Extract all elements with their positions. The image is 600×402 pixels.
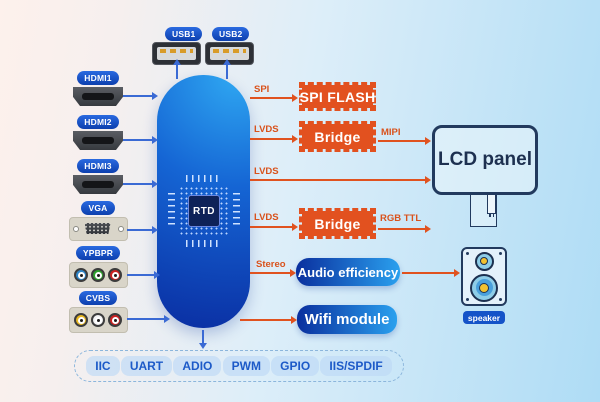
speaker-screw xyxy=(466,298,469,301)
lcd-panel-icon: LCD panel xyxy=(432,125,538,195)
speaker-woofer xyxy=(470,273,498,302)
rca-jack-white xyxy=(91,313,105,327)
port-hdmi3: HDMI3 xyxy=(67,159,129,194)
arrow-soc-to-bridge1 xyxy=(250,135,298,142)
arrow-soc-to-lcd xyxy=(250,176,431,183)
arrow-hdmi3-to-soc xyxy=(123,180,158,187)
bus-label-lvds3: LVDS xyxy=(254,212,279,223)
port-label-hdmi3: HDMI3 xyxy=(77,159,119,173)
arrow-ypbpr-to-soc xyxy=(127,271,160,278)
port-hdmi2: HDMI2 xyxy=(67,115,129,150)
arrow-soc-to-spiflash xyxy=(250,94,298,101)
bridge2-module: Bridge xyxy=(299,208,376,239)
bus-label-spi: SPI xyxy=(254,84,270,95)
hdmi-port-icon xyxy=(73,175,123,194)
vga-screw xyxy=(117,226,124,232)
arrow-soc-to-busbar xyxy=(199,330,206,349)
bus-pill-gpio: GPIO xyxy=(271,356,320,376)
arrow-soc-to-usb2 xyxy=(223,59,230,79)
bus-pill-iic: IIC xyxy=(86,356,120,376)
speaker-tweeter xyxy=(474,251,494,271)
arrow-soc-to-bridge2 xyxy=(250,223,298,230)
bus-pill-adio: ADIO xyxy=(173,356,222,376)
chip-pins xyxy=(168,193,175,229)
chip-pins xyxy=(233,193,240,229)
speaker-screw xyxy=(466,252,469,255)
chip-label: RTD xyxy=(188,195,220,227)
usb-a-port-icon xyxy=(205,42,254,65)
rca-jack-red xyxy=(108,313,122,327)
arrow-audio-to-speaker xyxy=(402,269,460,276)
bus-label-mipi: MIPI xyxy=(381,127,401,138)
port-label-usb1: USB1 xyxy=(165,27,203,41)
hdmi-slot xyxy=(82,93,114,100)
rca-jacks-icon xyxy=(68,262,128,288)
peripheral-bus-bar: IIC UART ADIO PWM GPIO IIS/SPDIF xyxy=(74,350,404,382)
usb-pins xyxy=(213,49,246,53)
bus-pill-iisspdif: IIS/SPDIF xyxy=(320,356,392,376)
bridge1-module: Bridge xyxy=(299,121,376,152)
arrow-bridge1-to-lcd xyxy=(378,137,431,144)
speaker-label: speaker xyxy=(463,311,505,324)
arrow-soc-to-wifi xyxy=(240,316,297,323)
port-label-hdmi2: HDMI2 xyxy=(77,115,119,129)
soc-chip-icon: RTD xyxy=(168,175,240,247)
chip-pins xyxy=(186,175,222,182)
vga-pins xyxy=(84,223,111,234)
port-hdmi1: HDMI1 xyxy=(67,71,129,106)
lcd-panel-label: LCD panel xyxy=(438,149,532,170)
rca-jack-red xyxy=(108,268,122,282)
arrow-cvbs-to-soc xyxy=(127,315,170,322)
arrow-hdmi2-to-soc xyxy=(123,136,158,143)
vga-port-icon xyxy=(68,217,128,241)
arrow-bridge2-out xyxy=(378,225,431,232)
arrow-hdmi1-to-soc xyxy=(123,92,158,99)
arrow-vga-to-soc xyxy=(127,226,158,233)
chip-pins xyxy=(186,240,222,247)
rca-jack-blue xyxy=(74,268,88,282)
bus-pill-pwm: PWM xyxy=(222,356,270,376)
bus-label-lvds1: LVDS xyxy=(254,124,279,135)
port-label-vga: VGA xyxy=(81,201,115,215)
port-cvbs: CVBS xyxy=(67,291,129,333)
arrow-soc-to-usb1 xyxy=(173,59,180,79)
usb-a-port-icon xyxy=(152,42,201,65)
wifi-module: Wifi module xyxy=(297,305,397,334)
bus-label-stereo: Stereo xyxy=(256,259,286,270)
rca-jack-yellow xyxy=(74,313,88,327)
rca-jack-green xyxy=(91,268,105,282)
bus-label-rgbttl: RGB TTL xyxy=(380,213,422,224)
vga-screw xyxy=(72,226,79,232)
lcd-cable-plug xyxy=(487,193,496,217)
port-label-usb2: USB2 xyxy=(212,27,250,41)
bus-label-lvds2: LVDS xyxy=(254,166,279,177)
port-ypbpr: YPBPR xyxy=(67,246,129,288)
hdmi-slot xyxy=(82,181,114,188)
speaker-screw xyxy=(499,298,502,301)
port-label-hdmi1: HDMI1 xyxy=(77,71,119,85)
hdmi-port-icon xyxy=(73,131,123,150)
arrow-soc-to-audio xyxy=(250,269,296,276)
usb-pins xyxy=(160,49,193,53)
audio-module: Audio efficiency xyxy=(296,258,400,286)
port-label-ypbpr: YPBPR xyxy=(75,246,121,260)
speaker-screw xyxy=(499,252,502,255)
port-vga: VGA xyxy=(67,201,129,241)
speaker-box-icon xyxy=(461,247,507,306)
hdmi-port-icon xyxy=(73,87,123,106)
bus-pill-uart: UART xyxy=(120,356,173,376)
spi-flash-module: SPI FLASH xyxy=(299,82,376,111)
rca-jacks-icon xyxy=(68,307,128,333)
port-label-cvbs: CVBS xyxy=(78,291,118,305)
hdmi-slot xyxy=(82,137,114,144)
